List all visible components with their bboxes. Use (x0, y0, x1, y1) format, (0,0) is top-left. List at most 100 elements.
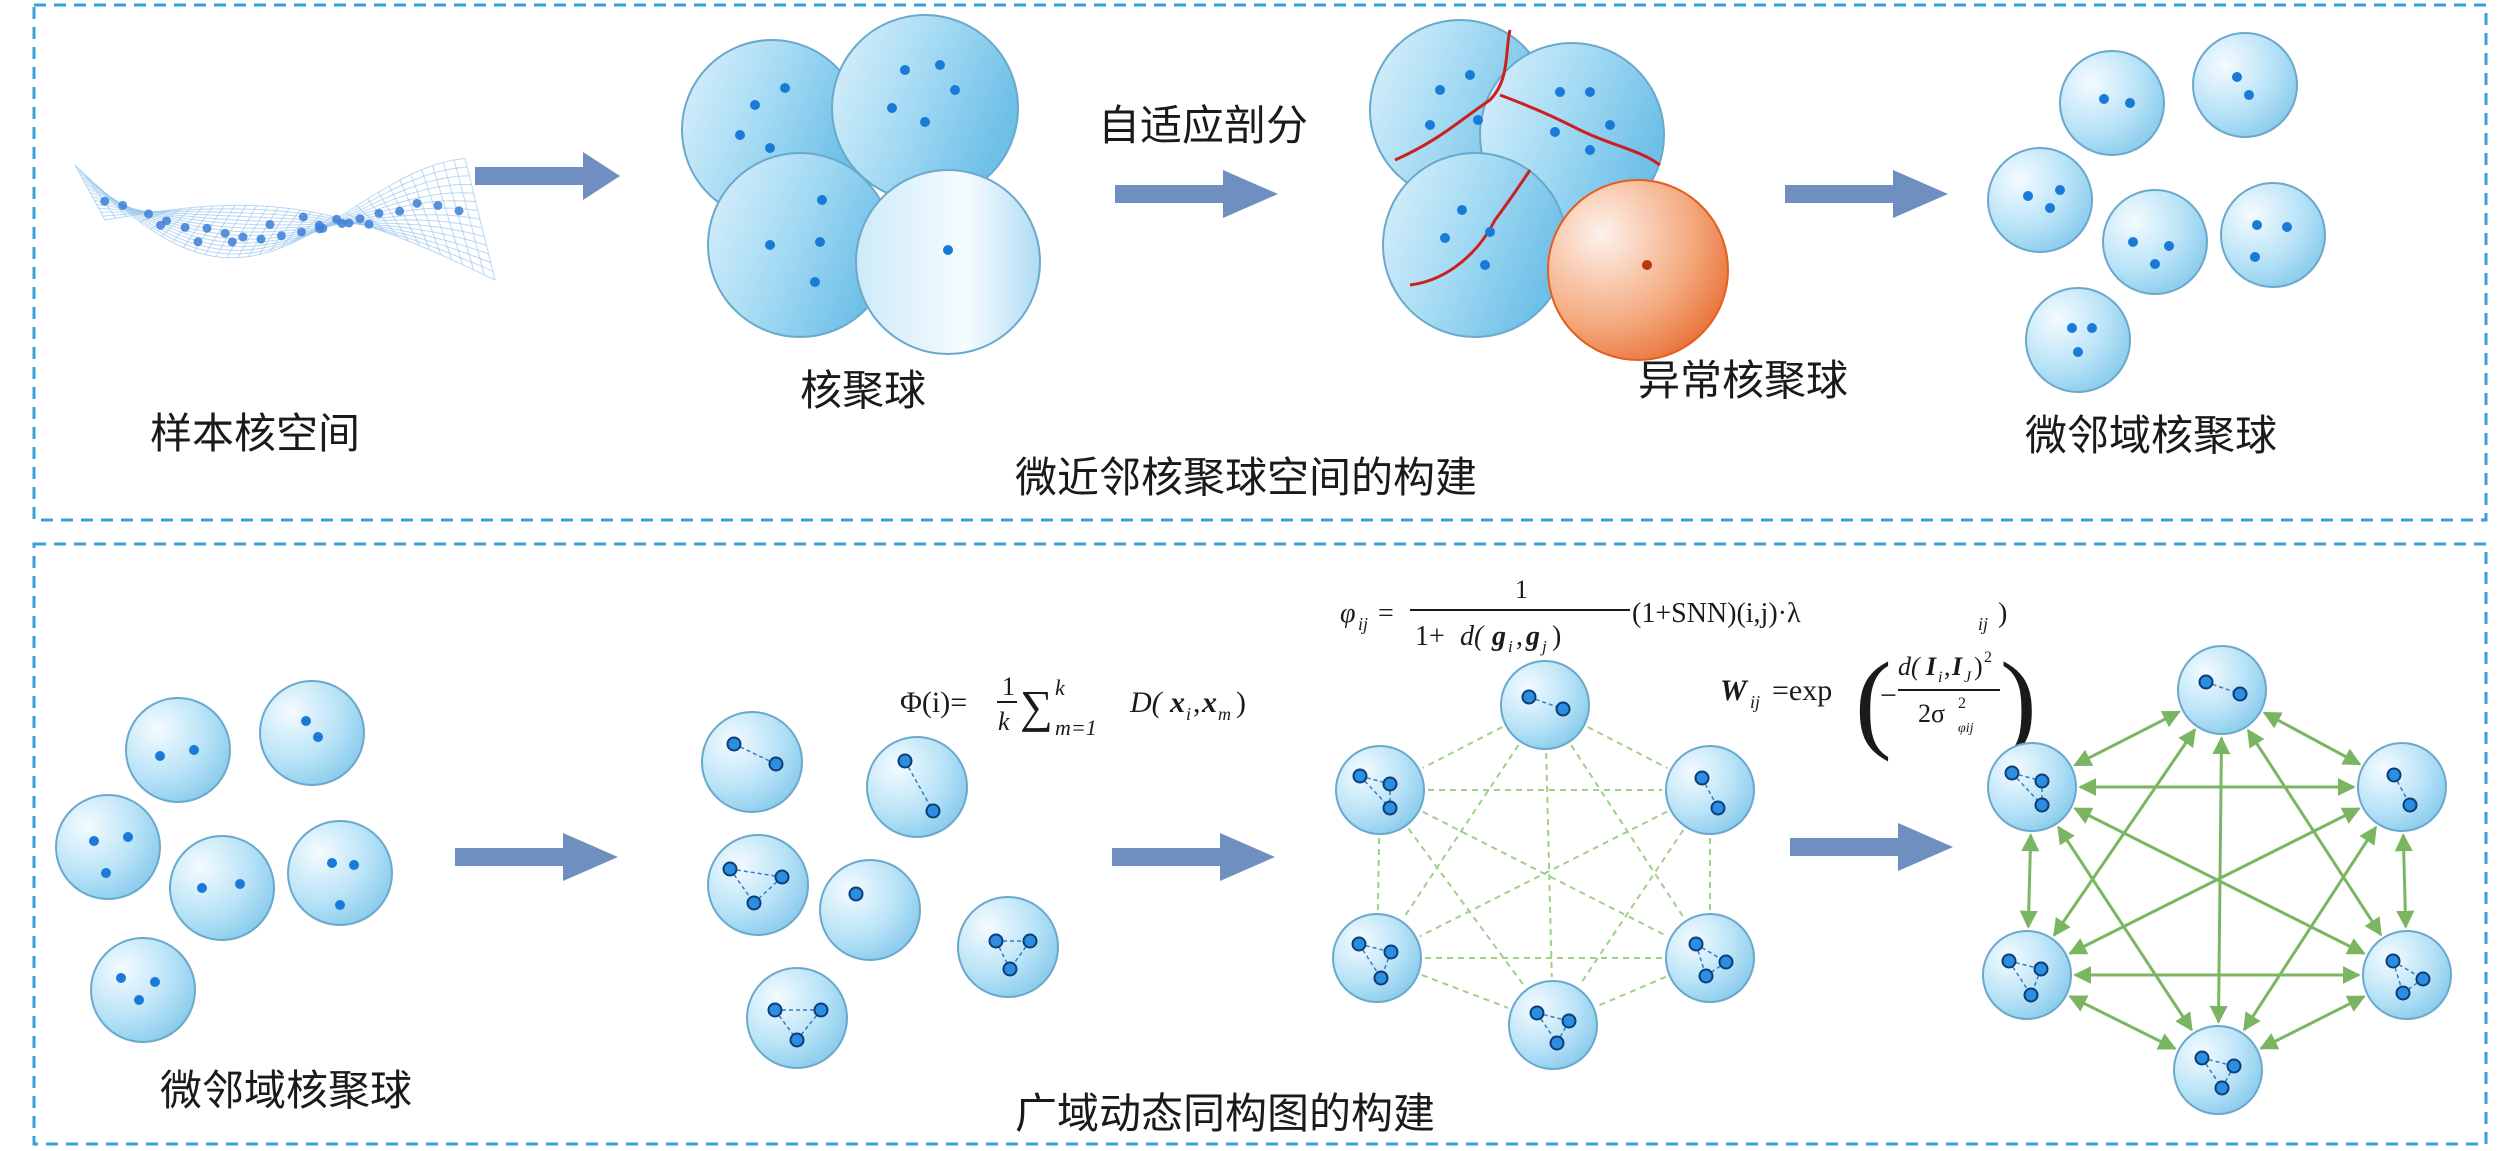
graph-node (1500, 660, 1590, 750)
paren-left: ( (1855, 640, 1892, 762)
svg-text:∑: ∑ (1020, 681, 1053, 732)
formula-phi: Φ(i)= 1 k ∑ k m=1 D( x i , x m ) (900, 672, 1246, 740)
svg-text:i: i (1508, 637, 1513, 656)
svg-text:k: k (1055, 675, 1066, 700)
svg-text:I: I (1951, 652, 1963, 681)
svg-text:m: m (1218, 704, 1231, 724)
svg-text:2: 2 (1958, 695, 1966, 712)
svg-text:Φ(i)=: Φ(i)= (900, 686, 967, 719)
svg-text:i: i (1938, 669, 1942, 686)
svg-text:2σ: 2σ (1918, 699, 1945, 728)
svg-text:,: , (1193, 686, 1201, 719)
micro-balls-top (1987, 32, 2326, 393)
svg-text:,: , (1516, 621, 1523, 652)
arrow-right-icon (1115, 170, 1278, 218)
svg-text:1: 1 (1002, 672, 1015, 701)
micro-ball (2102, 189, 2208, 295)
svg-text:g: g (1525, 621, 1540, 652)
label-adaptive-split: 自适应剖分 (1098, 101, 1308, 150)
label-kernel-balls: 核聚球 (800, 366, 926, 415)
arrow-right-icon (1112, 833, 1275, 881)
micro-ball (169, 835, 275, 941)
graph-node (2177, 645, 2267, 735)
micro-ball (2059, 50, 2165, 156)
top-panel-frame (32, 3, 2488, 522)
svg-text:−: − (1880, 679, 1897, 712)
arrow-right-icon (1785, 170, 1948, 218)
linked-ball (746, 967, 848, 1069)
bottom-panel-title: 广域动态同构图的构建 (1015, 1089, 1435, 1138)
linked-ball (957, 896, 1059, 998)
svg-text:g: g (1491, 621, 1506, 652)
svg-text:k: k (998, 707, 1010, 736)
label-micro-balls-bottom: 微邻域核聚球 (160, 1066, 412, 1115)
graph-weighted (1982, 645, 2452, 1115)
micro-ball (2025, 287, 2131, 393)
micro-ball (90, 937, 196, 1043)
svg-text:): ) (1998, 598, 2007, 629)
svg-text:j: j (1540, 637, 1547, 656)
arrow-right-icon (475, 152, 620, 200)
svg-text:i: i (1186, 704, 1191, 724)
micro-balls-bottom (55, 680, 393, 1043)
svg-text:1: 1 (1515, 575, 1528, 604)
micro-ball (125, 697, 231, 803)
svg-text:): ) (1552, 621, 1561, 652)
graph-node (1665, 745, 1755, 835)
micro-ball (287, 820, 393, 926)
sample-kernel-space-mesh (74, 157, 496, 281)
linked-ball (701, 711, 803, 813)
svg-text:(1+SNN)(i,j)·λ: (1+SNN)(i,j)·λ (1632, 598, 1801, 629)
graph-node (1332, 913, 1422, 1003)
kernel-balls-cluster (681, 14, 1041, 355)
top-panel-title: 微近邻核聚球空间的构建 (1015, 453, 1477, 502)
svg-text:2: 2 (1984, 649, 1992, 666)
svg-text:d(: d( (1898, 652, 1921, 681)
label-abnormal-ball: 异常核聚球 (1638, 356, 1848, 405)
svg-text:): ) (1974, 652, 1983, 681)
linked-ball (866, 736, 968, 838)
linked-ball (707, 834, 809, 936)
micro-ball (55, 794, 161, 900)
svg-text:d(: d( (1460, 621, 1485, 652)
svg-text:ij: ij (1978, 614, 1988, 634)
weighted-edges (2019, 710, 2415, 1050)
paren-right: ) (2000, 640, 2037, 762)
label-micro-balls-top: 微邻域核聚球 (2025, 411, 2277, 460)
graph-node (1982, 930, 2072, 1020)
svg-text:=: = (1378, 598, 1394, 629)
arrow-right-icon (1790, 823, 1953, 871)
bottom-panel-frame (32, 542, 2488, 1146)
graph-node (2357, 742, 2447, 832)
graph-node (1987, 742, 2077, 832)
svg-text:x: x (1169, 686, 1185, 719)
svg-text:φ: φ (1340, 598, 1356, 629)
svg-text:φij: φij (1958, 721, 1974, 736)
graph-node (1335, 745, 1425, 835)
svg-text:W: W (1720, 674, 1749, 707)
micro-ball (259, 680, 365, 786)
svg-text:J: J (1964, 669, 1972, 686)
graph-node (1508, 980, 1598, 1070)
dashed-edges (1376, 726, 1711, 1009)
svg-text:ij: ij (1358, 614, 1368, 634)
svg-text:D(: D( (1129, 686, 1164, 719)
graph-node (1665, 913, 1755, 1003)
split-kernel-balls (1369, 19, 1729, 361)
micro-ball (1987, 147, 2093, 253)
svg-text:1+: 1+ (1415, 621, 1445, 652)
formula-varphi: φ ij = 1 1+ d( g i , g j ) (1+SNN)(i,j)·… (1340, 575, 2007, 656)
formula-w: W ij =exp ( − d( I i , I J ) 2 2σ 2 φij … (1720, 640, 2037, 762)
svg-text:,: , (1944, 652, 1951, 681)
svg-text:m=1: m=1 (1055, 715, 1097, 740)
svg-text:I: I (1925, 652, 1937, 681)
graph-dashed (1332, 660, 1755, 1070)
svg-text:=exp: =exp (1772, 674, 1832, 707)
graph-node (2173, 1025, 2263, 1115)
micro-ball (2220, 182, 2326, 288)
arrow-right-icon (455, 833, 618, 881)
linked-ball (819, 859, 921, 961)
label-sample-space: 样本核空间 (150, 409, 360, 458)
svg-text:x: x (1201, 686, 1217, 719)
